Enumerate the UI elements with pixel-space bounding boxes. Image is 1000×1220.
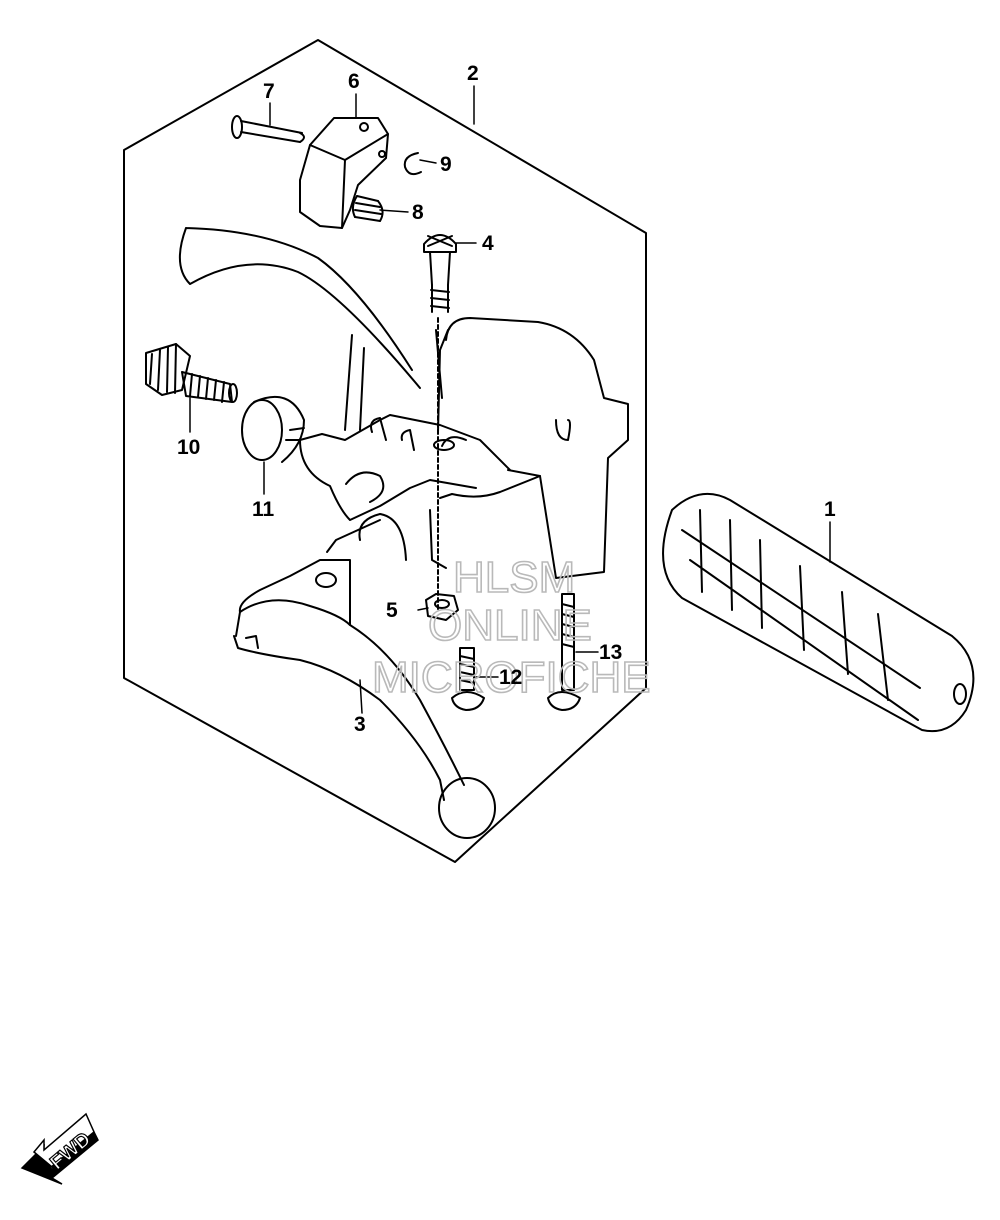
- lever-part: [233, 559, 496, 839]
- bolt-part: [423, 234, 457, 313]
- callout-2: 2: [467, 62, 479, 85]
- callout-12: 12: [499, 666, 522, 689]
- nut-part: [425, 593, 459, 621]
- leader-lines: [189, 85, 831, 714]
- watermark-line1: HLSM: [453, 553, 575, 602]
- circlip-part: [403, 152, 422, 176]
- callout-7: 7: [263, 80, 275, 103]
- callouts: 1 2 3 4 5 6 7 8 9 10 11 12 13: [177, 62, 836, 736]
- callout-3: 3: [354, 713, 366, 736]
- callout-11: 11: [252, 498, 275, 521]
- callout-13: 13: [599, 641, 622, 664]
- pin-part: [231, 115, 305, 143]
- lever-holder-part: [299, 317, 629, 579]
- fwd-arrow-icon: FWD: [20, 1112, 99, 1185]
- watermark: HLSM ONLINE MICROFICHE: [371, 552, 651, 703]
- spring-part: [351, 195, 384, 222]
- adjuster-part: [145, 343, 238, 403]
- callout-8: 8: [412, 201, 424, 224]
- callout-4: 4: [482, 232, 494, 255]
- assembly-outline: [123, 39, 647, 863]
- callout-6: 6: [348, 70, 360, 93]
- watermark-line3: MICROFICHE: [372, 653, 651, 702]
- grip-part: [662, 493, 975, 732]
- watermark-line2: ONLINE: [428, 601, 592, 650]
- cable-part: [179, 227, 421, 431]
- callout-1: 1: [824, 498, 836, 521]
- callout-10: 10: [177, 436, 200, 459]
- screw-long-part: [547, 593, 581, 711]
- callout-5: 5: [386, 599, 398, 622]
- screw-short-part: [451, 647, 485, 711]
- switch-part: [299, 117, 389, 229]
- callout-9: 9: [440, 153, 452, 176]
- locknut-part: [241, 395, 305, 463]
